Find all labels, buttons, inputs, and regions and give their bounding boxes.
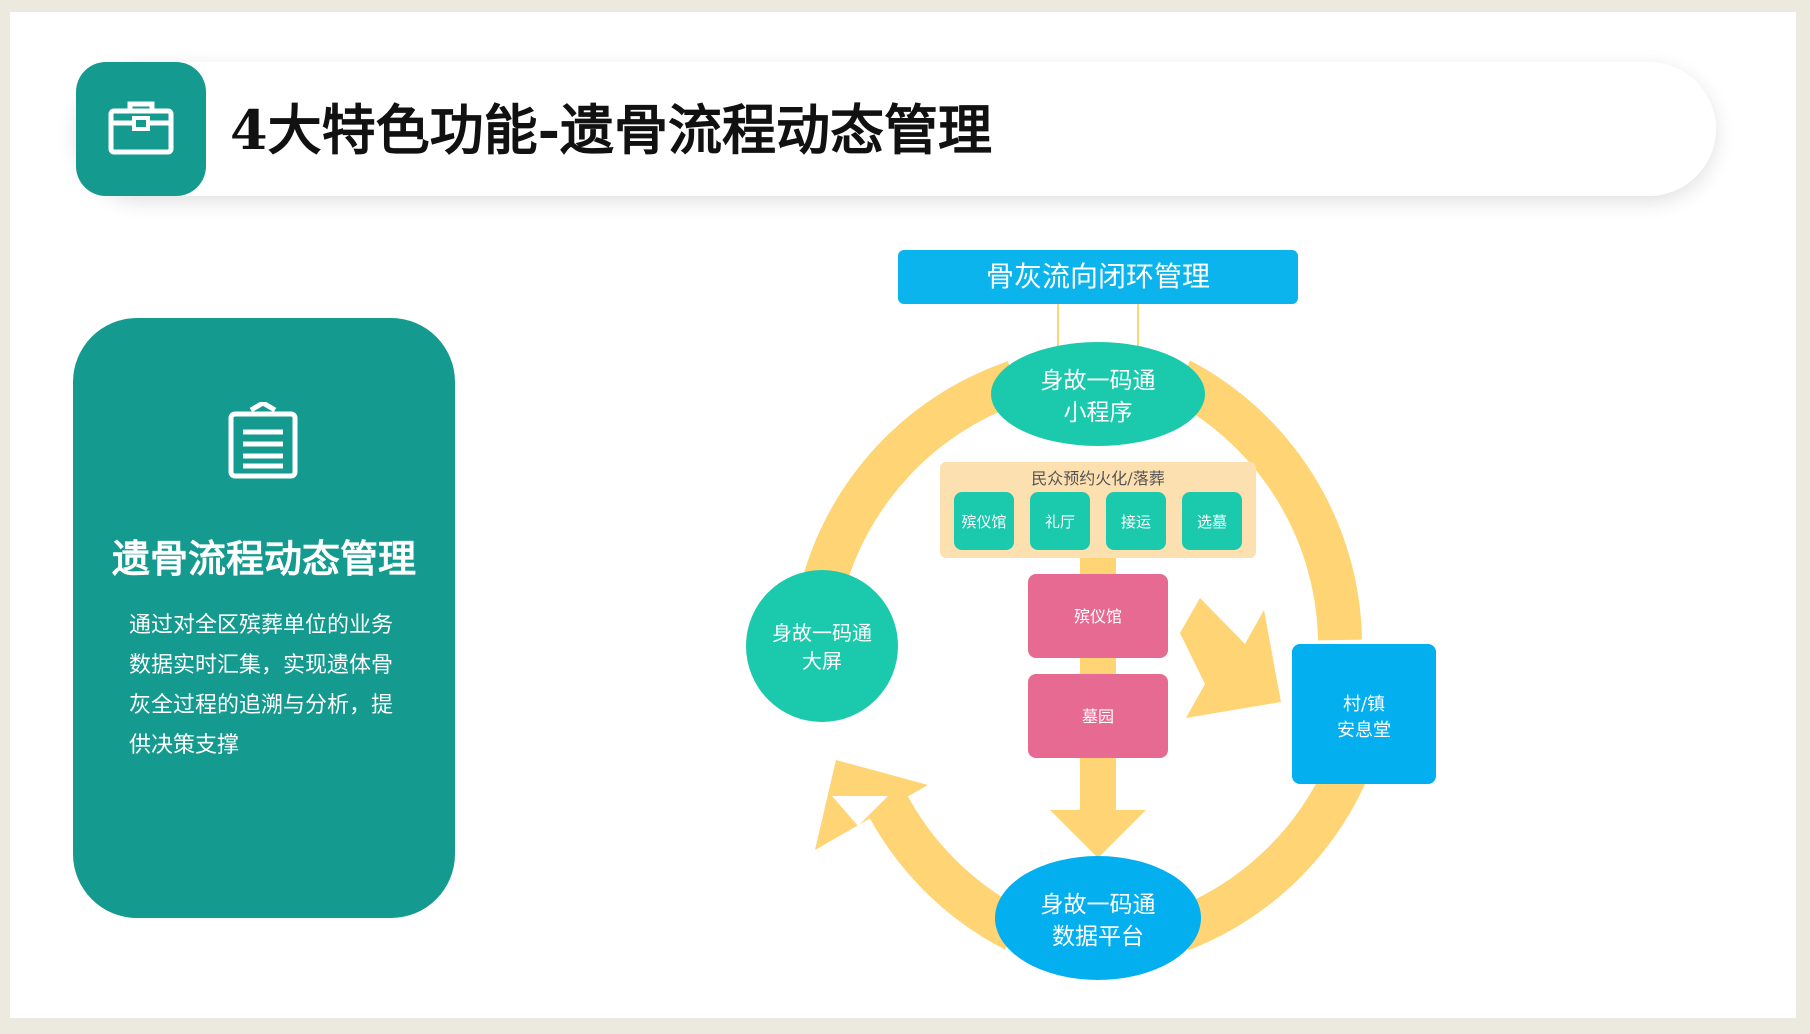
booking-item-label: 选墓	[1197, 513, 1227, 531]
top-banner	[898, 250, 1298, 304]
title-icon-box	[76, 62, 206, 196]
node-big-screen-label: 身故一码通	[772, 621, 872, 645]
title-bar	[76, 62, 1716, 196]
node-data-platform-label: 数据平台	[1052, 924, 1144, 950]
booking-item[interactable]: 礼厅	[1030, 492, 1090, 550]
booking-item[interactable]: 殡仪馆	[954, 492, 1014, 550]
flow-step-label: 墓园	[1082, 707, 1114, 726]
page-title: 4大特色功能-遗骨流程动态管理	[230, 98, 992, 162]
booking-panel-title: 民众预约火化/落葬	[1031, 469, 1164, 488]
feature-card-title: 遗骨流程动态管理	[111, 536, 416, 581]
description-line: 通过对全区殡葬单位的业务	[129, 613, 394, 638]
feature-card: 遗骨流程动态管理 通过对全区殡葬单位的业务 数据实时汇集，实现遗体骨 灰全过程的…	[73, 318, 455, 918]
node-village-columbarium-label: 安息堂	[1337, 720, 1391, 741]
description-line: 供决策支撑	[129, 733, 240, 758]
booking-item-label: 殡仪馆	[961, 513, 1006, 531]
node-data-platform-label: 身故一码通	[1041, 892, 1156, 918]
ring-arc-lower-left	[865, 789, 1026, 950]
ring-arc-lower-right	[1171, 765, 1365, 951]
booking-item[interactable]: 选墓	[1182, 492, 1242, 550]
booking-item[interactable]: 接运	[1106, 492, 1166, 550]
briefcase-icon	[108, 99, 174, 159]
node-mini-program-label: 小程序	[1064, 400, 1133, 426]
flow-arrow-down	[1050, 810, 1146, 858]
node-big-screen-label: 大屏	[802, 649, 842, 673]
node-village-columbarium-label: 村/镇	[1343, 694, 1385, 715]
node-data-platform	[995, 856, 1201, 980]
ring-arrowhead-cutout	[832, 796, 888, 826]
booking-item-label: 接运	[1121, 513, 1151, 531]
node-mini-program	[991, 342, 1205, 446]
document-list-icon	[227, 400, 299, 480]
ring-arc-right	[1169, 360, 1362, 641]
node-mini-program-label: 身故一码通	[1041, 368, 1156, 394]
ring-arc-upper-left	[800, 361, 1023, 596]
node-big-screen	[746, 570, 898, 722]
flow-step-label: 殡仪馆	[1074, 607, 1122, 626]
description-line: 数据实时汇集，实现遗体骨	[129, 653, 394, 678]
description-line: 灰全过程的追溯与分析，提	[129, 693, 394, 718]
feature-card-description: 通过对全区殡葬单位的业务 数据实时汇集，实现遗体骨 灰全过程的追溯与分析，提 供…	[129, 606, 419, 766]
top-banner-label: 骨灰流向闭环管理	[986, 260, 1210, 293]
flow-arrow-right	[1180, 598, 1281, 718]
flow-step-funeral-home	[1028, 574, 1168, 658]
booking-panel	[940, 462, 1256, 558]
booking-item-label: 礼厅	[1045, 513, 1075, 531]
flow-step-cemetery	[1028, 674, 1168, 758]
node-village-columbarium	[1292, 644, 1436, 784]
